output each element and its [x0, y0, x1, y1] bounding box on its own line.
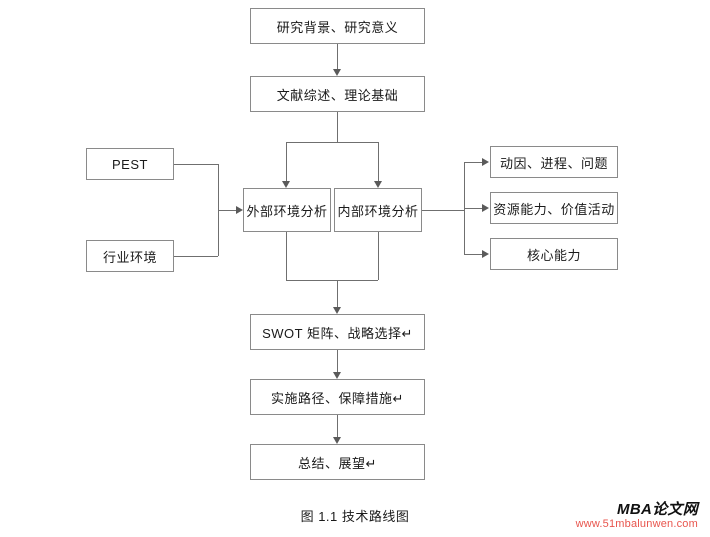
node-label: 资源能力、价值活动: [493, 201, 615, 217]
connector-internal-down: [378, 232, 379, 280]
connector-merge-bar: [286, 280, 378, 281]
connector-right-to-motivation: [464, 162, 482, 163]
arrow-background-to-literature: [333, 69, 341, 76]
connector-literature-down: [337, 112, 338, 142]
node-industry-environment: 行业环境: [86, 240, 174, 272]
node-pest: PEST: [86, 148, 174, 180]
figure-caption: 图 1.1 技术路线图: [300, 509, 410, 524]
connector-pest-right: [174, 164, 218, 165]
node-core-capability: 核心能力: [490, 238, 618, 270]
connector-split-to-external: [286, 142, 287, 181]
node-research-background: 研究背景、研究意义: [250, 8, 425, 44]
connector-background-to-literature: [337, 44, 338, 69]
node-motivation-process-problem: 动因、进程、问题: [490, 146, 618, 178]
connector-external-down: [286, 232, 287, 280]
node-implementation-path: 实施路径、保障措施↵: [250, 379, 425, 415]
arrow-split-to-external: [282, 181, 290, 188]
node-label: 总结、展望↵: [298, 455, 377, 471]
watermark-brand: MBA论文网: [617, 501, 698, 518]
node-label: 内部环境分析: [337, 203, 419, 219]
node-label: 实施路径、保障措施↵: [271, 390, 404, 406]
node-resource-capability-value-activity: 资源能力、价值活动: [490, 192, 618, 224]
arrow-merge-to-swot: [333, 307, 341, 314]
node-internal-environment-analysis: 内部环境分析: [334, 188, 422, 232]
node-literature-review: 文献综述、理论基础: [250, 76, 425, 112]
connector-left-to-external: [218, 210, 236, 211]
node-label: 文献综述、理论基础: [276, 87, 399, 103]
connector-merge-to-swot: [337, 280, 338, 307]
node-label: SWOT 矩阵、战略选择↵: [262, 325, 413, 341]
node-label: PEST: [112, 156, 148, 172]
arrow-right-to-core: [482, 250, 489, 258]
node-label: 行业环境: [102, 249, 157, 265]
node-label: 动因、进程、问题: [499, 155, 608, 171]
node-label: 核心能力: [526, 247, 581, 263]
connector-internal-to-right: [422, 210, 464, 211]
connector-right-to-core: [464, 254, 482, 255]
connector-split-to-internal: [378, 142, 379, 181]
connector-industry-right: [174, 256, 218, 257]
node-external-environment-analysis: 外部环境分析: [243, 188, 331, 232]
connector-implementation-to-conclusion: [337, 415, 338, 437]
node-label: 研究背景、研究意义: [276, 19, 399, 35]
watermark-url: www.51mbalunwen.com: [575, 518, 698, 530]
connector-split-bar: [286, 142, 378, 143]
arrow-right-to-resource: [482, 204, 489, 212]
arrow-right-to-motivation: [482, 158, 489, 166]
node-label: 外部环境分析: [246, 203, 328, 219]
arrow-swot-to-implementation: [333, 372, 341, 379]
node-swot-strategy-selection: SWOT 矩阵、战略选择↵: [250, 314, 425, 350]
arrow-split-to-internal: [374, 181, 382, 188]
node-conclusion-outlook: 总结、展望↵: [250, 444, 425, 480]
connector-right-to-resource: [464, 208, 482, 209]
connector-swot-to-implementation: [337, 350, 338, 372]
arrow-left-to-external: [236, 206, 243, 214]
arrow-implementation-to-conclusion: [333, 437, 341, 444]
